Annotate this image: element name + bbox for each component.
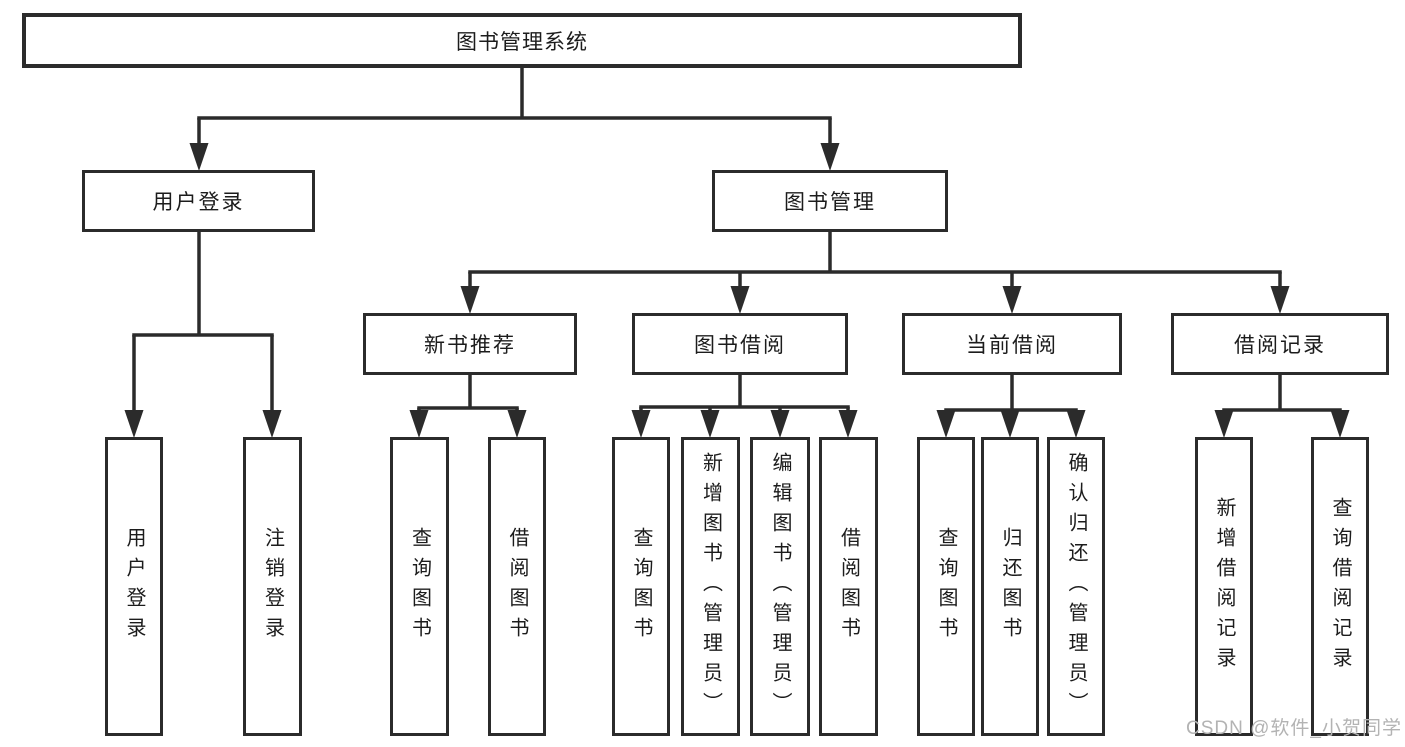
leaf-return-books: 归还图书 xyxy=(981,437,1039,736)
leaf-borrow-books-borrowing: 借阅图书 xyxy=(819,437,878,736)
node-label: 查询借阅记录 xyxy=(1329,496,1351,677)
node-label: 借阅图书 xyxy=(837,526,860,647)
node-label: 图书管理 xyxy=(784,191,876,214)
node-label: 借阅图书 xyxy=(506,526,528,647)
node-current-borrowing: 当前借阅 xyxy=(902,313,1122,375)
node-label: 查询图书 xyxy=(630,526,652,647)
node-label: 新书推荐 xyxy=(424,334,516,357)
node-label: 用户登录 xyxy=(152,191,245,214)
leaf-add-borrow-record: 新增借阅记录 xyxy=(1195,437,1253,736)
csdn-watermark: CSDN @软件_小贺同学 xyxy=(1186,718,1402,739)
leaf-query-books-borrowing: 查询图书 xyxy=(612,437,670,736)
leaf-logout: 注销登录 xyxy=(243,437,302,736)
node-library-system: 图书管理系统 xyxy=(22,13,1022,68)
leaf-edit-books-admin: 编辑图书（管理员） xyxy=(750,437,810,736)
node-label: 借阅记录 xyxy=(1234,334,1326,357)
node-new-book-recommendation: 新书推荐 xyxy=(363,313,577,375)
leaf-borrow-books-recommend: 借阅图书 xyxy=(488,437,546,736)
node-label: 用户登录 xyxy=(123,526,145,647)
leaf-user-login: 用户登录 xyxy=(105,437,163,736)
node-user-login: 用户登录 xyxy=(82,170,315,232)
node-label: 图书借阅 xyxy=(694,334,786,357)
node-label: 新增借阅记录 xyxy=(1213,496,1235,677)
node-label: 查询图书 xyxy=(935,526,957,647)
node-book-management: 图书管理 xyxy=(712,170,948,232)
node-label: 确认归还（管理员） xyxy=(1065,451,1087,722)
leaf-query-borrow-record: 查询借阅记录 xyxy=(1311,437,1369,736)
leaf-confirm-return-admin: 确认归还（管理员） xyxy=(1047,437,1105,736)
leaf-query-books-recommend: 查询图书 xyxy=(390,437,449,736)
node-book-borrowing: 图书借阅 xyxy=(632,313,848,375)
node-label: 图书管理系统 xyxy=(456,30,588,54)
node-label: 归还图书 xyxy=(999,526,1021,647)
leaf-add-books-admin: 新增图书（管理员） xyxy=(681,437,740,736)
node-label: 注销登录 xyxy=(261,526,284,647)
node-label: 当前借阅 xyxy=(966,334,1058,357)
leaf-query-books-current: 查询图书 xyxy=(917,437,975,736)
node-borrowing-records: 借阅记录 xyxy=(1171,313,1389,375)
node-label: 编辑图书（管理员） xyxy=(769,451,791,722)
node-label: 新增图书（管理员） xyxy=(699,451,722,722)
node-label: 查询图书 xyxy=(408,526,431,647)
